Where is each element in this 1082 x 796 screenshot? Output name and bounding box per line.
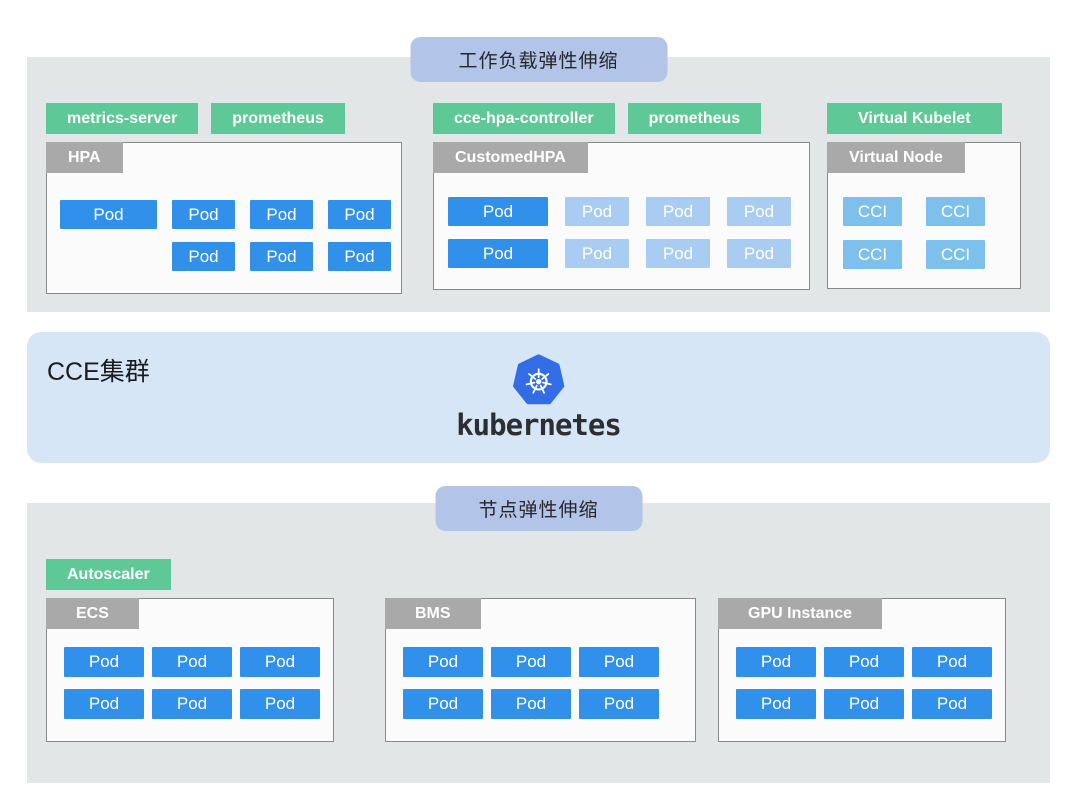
pod-box: Pod [64,689,144,719]
hpa-pod-grid: Pod Pod Pod Pod Pod Pod Pod [47,200,401,271]
cce-cluster-band: CCE集群 kubernetes [27,332,1050,463]
gpu-instance-group: GPU Instance Pod Pod Pod Pod Pod Pod [718,598,1006,742]
pod-box: Pod [736,647,816,677]
pod-box: Pod [912,689,992,719]
virtual-kubelet-tag: Virtual Kubelet [827,103,1002,134]
pod-box: Pod [727,197,791,226]
ecs-group: ECS Pod Pod Pod Pod Pod Pod [46,598,334,742]
customedhpa-tag-row: cce-hpa-controller prometheus [433,103,810,134]
pod-box: Pod [240,647,320,677]
pod-box: Pod [824,689,904,719]
node-scaling-badge: 节点弹性伸缩 [435,486,642,531]
pod-box: Pod [491,647,571,677]
pod-box: Pod [736,689,816,719]
virtual-node-group: Virtual Kubelet Virtual Node CCI CCI CCI… [827,103,1021,289]
pod-row: Pod Pod Pod [64,689,333,719]
pod-row: Pod Pod Pod [736,689,1005,719]
node-scaling-section: 节点弹性伸缩 Autoscaler ECS Pod Pod Pod Pod Po… [27,486,1050,783]
pod-row: Pod Pod Pod Pod [448,239,809,268]
kubernetes-wordmark: kubernetes [456,408,622,442]
ecs-label: ECS [46,598,139,629]
pod-box: Pod [328,200,391,229]
pod-box: Pod [448,239,548,268]
pod-box: Pod [328,242,391,271]
virtual-node-label: Virtual Node [827,142,965,173]
cci-grid: CCI CCI CCI CCI [828,197,1020,269]
virtual-kubelet-tag-row: Virtual Kubelet [827,103,1021,134]
metrics-server-tag: metrics-server [46,103,199,134]
pod-row: Pod Pod Pod Pod [448,197,809,226]
pod-box: Pod [60,200,157,229]
pod-box: Pod [448,197,548,226]
cci-box: CCI [926,240,985,269]
gpu-pod-grid: Pod Pod Pod Pod Pod Pod [719,647,1005,719]
ecs-pod-grid: Pod Pod Pod Pod Pod Pod [47,647,333,719]
pod-row: Pod Pod Pod [403,647,695,677]
pod-row: Pod Pod Pod [736,647,1005,677]
pod-box: Pod [64,647,144,677]
pod-box: Pod [579,647,659,677]
pod-box: Pod [912,647,992,677]
customedhpa-pod-grid: Pod Pod Pod Pod Pod Pod Pod Pod [434,197,809,268]
prometheus-tag: prometheus [211,103,345,134]
hpa-tag-row: metrics-server prometheus [46,103,402,134]
autoscaler-tag: Autoscaler [46,559,171,590]
pod-box: Pod [403,647,483,677]
cce-hpa-controller-tag: cce-hpa-controller [433,103,615,134]
hpa-panel: HPA Pod Pod Pod Pod Pod Pod Pod [46,142,402,294]
cci-row: CCI CCI [843,197,1020,226]
pod-box: Pod [579,689,659,719]
hpa-group: metrics-server prometheus HPA Pod Pod Po… [46,103,402,294]
pod-box: Pod [152,647,232,677]
pod-row: Pod Pod Pod [60,242,401,271]
pod-box: Pod [491,689,571,719]
customedhpa-group: cce-hpa-controller prometheus CustomedHP… [433,103,810,290]
cce-cluster-label: CCE集群 [47,358,150,386]
pod-box: Pod [646,239,710,268]
prometheus-tag: prometheus [627,103,762,134]
pod-box: Pod [172,242,235,271]
virtual-node-panel: Virtual Node CCI CCI CCI CCI [827,142,1021,289]
cci-row: CCI CCI [843,240,1020,269]
ecs-panel: ECS Pod Pod Pod Pod Pod Pod [46,598,334,742]
bms-panel: BMS Pod Pod Pod Pod Pod Pod [385,598,696,742]
bms-pod-grid: Pod Pod Pod Pod Pod Pod [386,647,695,719]
customedhpa-label: CustomedHPA [433,142,588,173]
pod-box: Pod [240,689,320,719]
pod-row: Pod Pod Pod [403,689,695,719]
pod-row: Pod Pod Pod Pod [60,200,401,229]
kubernetes-logo-block: kubernetes [456,353,622,442]
pod-row: Pod Pod Pod [64,647,333,677]
pod-box: Pod [565,239,629,268]
cci-box: CCI [926,197,985,226]
pod-box: Pod [250,242,313,271]
bms-label: BMS [385,598,481,629]
hpa-label: HPA [46,142,123,173]
cci-box: CCI [843,240,902,269]
pod-box: Pod [727,239,791,268]
workload-scaling-section: 工作负载弹性伸缩 metrics-server prometheus HPA P… [27,37,1050,312]
bms-group: BMS Pod Pod Pod Pod Pod Pod [385,598,696,742]
pod-box: Pod [250,200,313,229]
customedhpa-panel: CustomedHPA Pod Pod Pod Pod Pod Pod Pod … [433,142,810,290]
workload-scaling-badge: 工作负载弹性伸缩 [410,37,667,82]
pod-box: Pod [565,197,629,226]
pod-box: Pod [824,647,904,677]
gpu-instance-label: GPU Instance [718,598,883,629]
kubernetes-logo-icon [512,354,565,405]
pod-box: Pod [152,689,232,719]
pod-box: Pod [403,689,483,719]
pod-box: Pod [646,197,710,226]
gpu-instance-panel: GPU Instance Pod Pod Pod Pod Pod Pod [718,598,1006,742]
cci-box: CCI [843,197,902,226]
pod-box: Pod [172,200,235,229]
